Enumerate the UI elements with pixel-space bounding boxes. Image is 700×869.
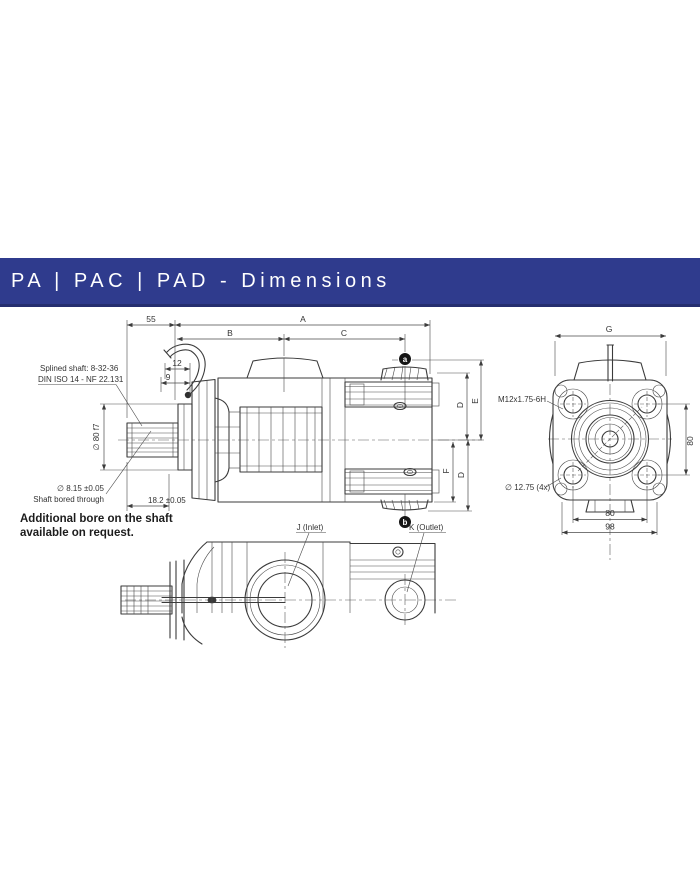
additional-note-line2: available on request. bbox=[20, 527, 134, 539]
additional-note-line1: Additional bore on the shaft bbox=[20, 513, 173, 525]
bolt-hole-spec-label: ∅ 12.75 (4x) bbox=[505, 483, 551, 492]
pipe-fitting-nub bbox=[184, 391, 192, 399]
plan-flange bbox=[169, 541, 215, 645]
section-title: PA | PAC | PAD - Dimensions bbox=[11, 269, 391, 292]
bore-note-label: Shaft bored through bbox=[33, 495, 104, 504]
dim-98: 98 bbox=[605, 522, 615, 532]
pump-body-side bbox=[217, 357, 440, 512]
callout-a-marker: a bbox=[392, 334, 484, 407]
dim-80-horizontal: 80 bbox=[605, 508, 615, 518]
dim-B: B bbox=[227, 328, 233, 338]
dim-D-bottom: D bbox=[456, 472, 466, 478]
dim-A: A bbox=[300, 314, 306, 324]
outlet-port-circle bbox=[384, 579, 426, 621]
dim-shaft-diameter: ∅ 80 f7 bbox=[92, 423, 101, 451]
dim-G: G bbox=[606, 324, 613, 334]
side-view: a b 55 A B C 12 9 bbox=[33, 314, 484, 528]
dim-C: C bbox=[341, 328, 347, 338]
inlet-port-circle bbox=[244, 559, 326, 641]
bore-diameter-label: ∅ 8.15 ±0.05 bbox=[57, 484, 104, 493]
spline-annotation: Splined shaft: 8-32-36 DIN ISO 14 - NF 2… bbox=[38, 364, 143, 427]
plan-body bbox=[206, 541, 436, 641]
outlet-label: K (Outlet) bbox=[409, 523, 444, 532]
callout-a-label: a bbox=[403, 355, 408, 364]
plan-view: J (Inlet) K (Outlet) bbox=[120, 523, 458, 648]
side-view-dimensions: 55 A B C 12 9 ∅ 80 f7 18.2 ±0.05 bbox=[92, 314, 484, 512]
spline-note-line2: DIN ISO 14 - NF 22.131 bbox=[38, 375, 124, 384]
callout-b-marker: b bbox=[399, 494, 411, 528]
dim-bore-depth: 18.2 ±0.05 bbox=[148, 496, 186, 505]
dim-80-vertical: 80 bbox=[685, 436, 695, 446]
dim-12: 12 bbox=[172, 358, 182, 368]
drain-pipe bbox=[163, 343, 206, 399]
dim-F: F bbox=[441, 468, 451, 473]
spline-note-line1: Splined shaft: 8-32-36 bbox=[40, 364, 119, 373]
shaft-bore-circles bbox=[570, 399, 650, 479]
dim-D-top: D bbox=[455, 402, 465, 408]
callout-b-label: b bbox=[403, 518, 408, 527]
section-title-bar: PA | PAC | PAD - Dimensions bbox=[0, 258, 700, 307]
flange-plate bbox=[552, 379, 668, 501]
inlet-label: J (Inlet) bbox=[297, 523, 324, 532]
end-view: G 80 80 98 M12x1.75-6H ∅ 12.75 (4x) bbox=[498, 324, 695, 560]
dim-E: E bbox=[470, 398, 480, 404]
bore-annotation: ∅ 8.15 ±0.05 Shaft bored through bbox=[33, 430, 152, 504]
dim-9: 9 bbox=[166, 372, 171, 382]
thread-spec-label: M12x1.75-6H bbox=[498, 395, 546, 404]
port-labels: J (Inlet) K (Outlet) bbox=[287, 523, 446, 593]
dim-55: 55 bbox=[146, 314, 156, 324]
additional-bore-note: Additional bore on the shaft available o… bbox=[20, 513, 173, 539]
